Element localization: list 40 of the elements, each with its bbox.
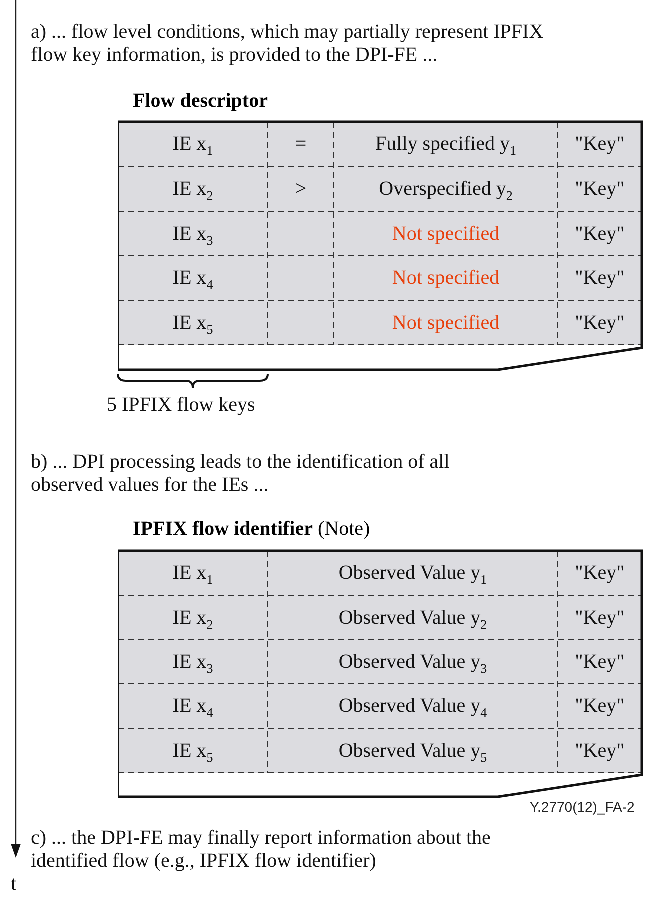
table-cell-text: Observed Value y$_{2}$: [338, 607, 488, 634]
table-cell-text: "Key": [574, 607, 626, 629]
table-cell-text: Not specified: [391, 223, 501, 245]
table-cell-text: Observed Value y$_{4}$: [338, 695, 488, 722]
table-cell-text: "Key": [574, 740, 626, 762]
table-cell-text: "Key": [574, 223, 626, 245]
table-cell-text: IE x$_{2}$: [172, 607, 214, 634]
table-cell-text: Not specified: [391, 267, 501, 289]
axis-label: t: [11, 873, 17, 896]
table-cell-text: IE x$_{2}$: [172, 178, 214, 205]
table-cell-text: Observed Value y$_{1}$: [338, 562, 488, 589]
table-cell-text: IE x$_{3}$: [172, 651, 214, 678]
caption-text: b) ... DPI processing leads to the identification of all observed values for the IEs ...: [31, 451, 451, 497]
brace-label: 5 IPFIX flow keys: [107, 394, 256, 417]
table-cell-text: >: [294, 178, 308, 200]
table-cell-text: Overspecified y$_{2}$: [378, 178, 514, 205]
table-cell-text: IE x$_{1}$: [172, 133, 214, 160]
table-cell-text: "Key": [574, 178, 626, 200]
table-cell-text: =: [294, 133, 308, 155]
table-heading: Flow descriptor: [133, 90, 268, 113]
table-cell-text: Observed Value y$_{5}$: [338, 740, 488, 767]
table-cell-text: "Key": [574, 133, 626, 155]
table-cell-text: IE x$_{1}$: [172, 562, 214, 589]
table-cell-text: "Key": [574, 651, 626, 673]
table-cell-text: IE x$_{4}$: [172, 695, 214, 722]
table-cell-text: IE x$_{4}$: [172, 267, 214, 294]
table-cell-text: Observed Value y$_{3}$: [338, 651, 488, 678]
table-cell-text: "Key": [574, 695, 626, 717]
figure-code: Y.2770(12)_FA-2: [530, 799, 635, 815]
table-cell-text: "Key": [574, 312, 626, 334]
table-cell-text: Not specified: [391, 312, 501, 334]
caption-text: a) ... flow level conditions, which may partially represent IPFIX flow key information, is provided to the DPI-FE ...: [31, 21, 545, 67]
table-cell-text: IE x$_{3}$: [172, 223, 214, 250]
table-heading: IPFIX flow identifier (Note): [133, 518, 370, 541]
table-cell-text: "Key": [574, 267, 626, 289]
caption-text: c) ... the DPI-FE may finally report information about the identified flow (e.g., IPFIX flow identifier): [31, 827, 492, 873]
table-cell-text: "Key": [574, 562, 626, 584]
table-cell-text: IE x$_{5}$: [172, 740, 214, 767]
table-cell-text: Fully specified y$_{1}$: [374, 133, 518, 160]
table-cell-text: IE x$_{5}$: [172, 312, 214, 339]
